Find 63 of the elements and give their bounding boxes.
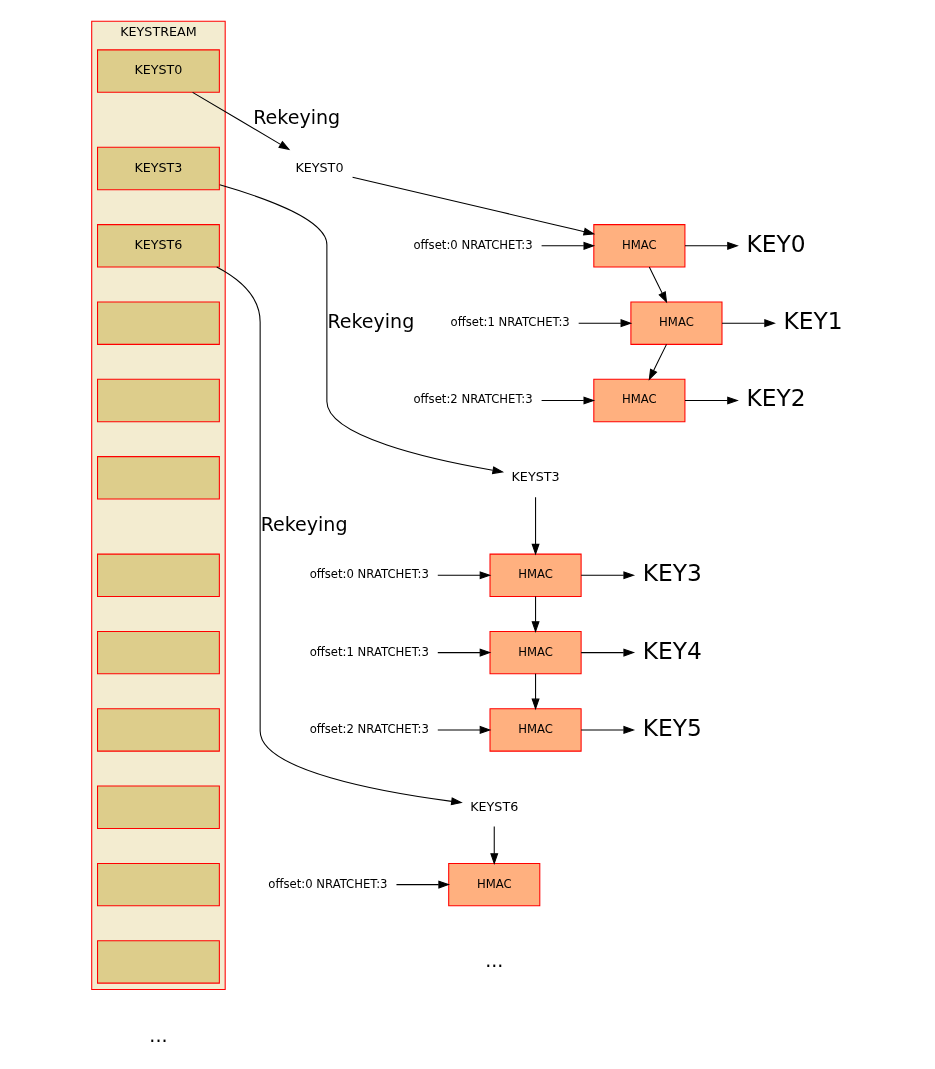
arrow xyxy=(192,91,291,151)
node-box: KEYST6 xyxy=(97,224,220,268)
node-box: KEYST0 xyxy=(97,49,220,93)
arrow xyxy=(541,396,596,405)
arrow xyxy=(684,396,739,405)
arrow xyxy=(352,176,596,236)
arrow xyxy=(580,571,636,580)
node-box: HMAC xyxy=(448,862,541,907)
arrow xyxy=(541,241,596,250)
node-box xyxy=(97,708,220,752)
node-text: KEYST3 xyxy=(511,469,560,485)
label: ... xyxy=(485,948,504,971)
node-box: HMAC xyxy=(489,553,582,597)
node-text: KEY5 xyxy=(642,713,702,741)
arrow xyxy=(490,826,499,865)
arrow xyxy=(648,343,668,381)
node-box xyxy=(97,301,220,345)
node-box: KEYST3 xyxy=(97,146,220,191)
node-text: KEY4 xyxy=(642,636,702,664)
edge-label: Rekeying xyxy=(253,106,341,129)
node-text: KEYST0 xyxy=(295,159,344,175)
node-box: HMAC xyxy=(593,224,686,268)
node-text: KEY0 xyxy=(746,229,806,257)
node-text: KEY2 xyxy=(746,384,806,412)
node-box: HMAC xyxy=(489,708,582,752)
arrow xyxy=(721,319,776,328)
arrow xyxy=(219,184,505,475)
arrow xyxy=(578,319,633,328)
arrow xyxy=(580,648,636,657)
node-text: KEYST6 xyxy=(470,798,519,814)
node-box xyxy=(97,378,220,423)
node-box xyxy=(97,785,220,829)
node-box xyxy=(97,456,220,500)
node-box: HMAC xyxy=(489,630,582,675)
node-text: offset:1 NRATCHET:3 xyxy=(309,644,429,659)
node-text: offset:2 NRATCHET:3 xyxy=(309,721,429,736)
node-box: HMAC xyxy=(630,301,723,345)
node-text: offset:0 NRATCHET:3 xyxy=(268,876,388,891)
arrow xyxy=(395,880,450,889)
node-box xyxy=(97,630,220,675)
node-text: offset:0 NRATCHET:3 xyxy=(309,567,429,582)
arrow xyxy=(531,595,540,633)
node-box: HMAC xyxy=(593,378,686,423)
label: ... xyxy=(149,1023,168,1046)
arrow xyxy=(437,648,492,657)
node-text: offset:0 NRATCHET:3 xyxy=(413,237,533,252)
arrow xyxy=(648,266,668,304)
node-text: offset:2 NRATCHET:3 xyxy=(413,392,533,407)
node-text: offset:1 NRATCHET:3 xyxy=(450,315,570,330)
arrow xyxy=(531,673,540,711)
arrow xyxy=(684,241,739,250)
arrow xyxy=(437,725,492,735)
edge-label: Rekeying xyxy=(327,309,415,332)
arrow xyxy=(531,496,540,556)
node-text: KEY1 xyxy=(783,307,843,335)
arrow xyxy=(580,725,636,735)
node-box xyxy=(97,862,220,907)
node-text: KEY3 xyxy=(642,559,702,587)
arrow xyxy=(216,266,463,806)
edge-label: Rekeying xyxy=(260,513,348,536)
node-box xyxy=(97,940,220,984)
node-box xyxy=(97,553,220,597)
arrow xyxy=(437,571,492,580)
